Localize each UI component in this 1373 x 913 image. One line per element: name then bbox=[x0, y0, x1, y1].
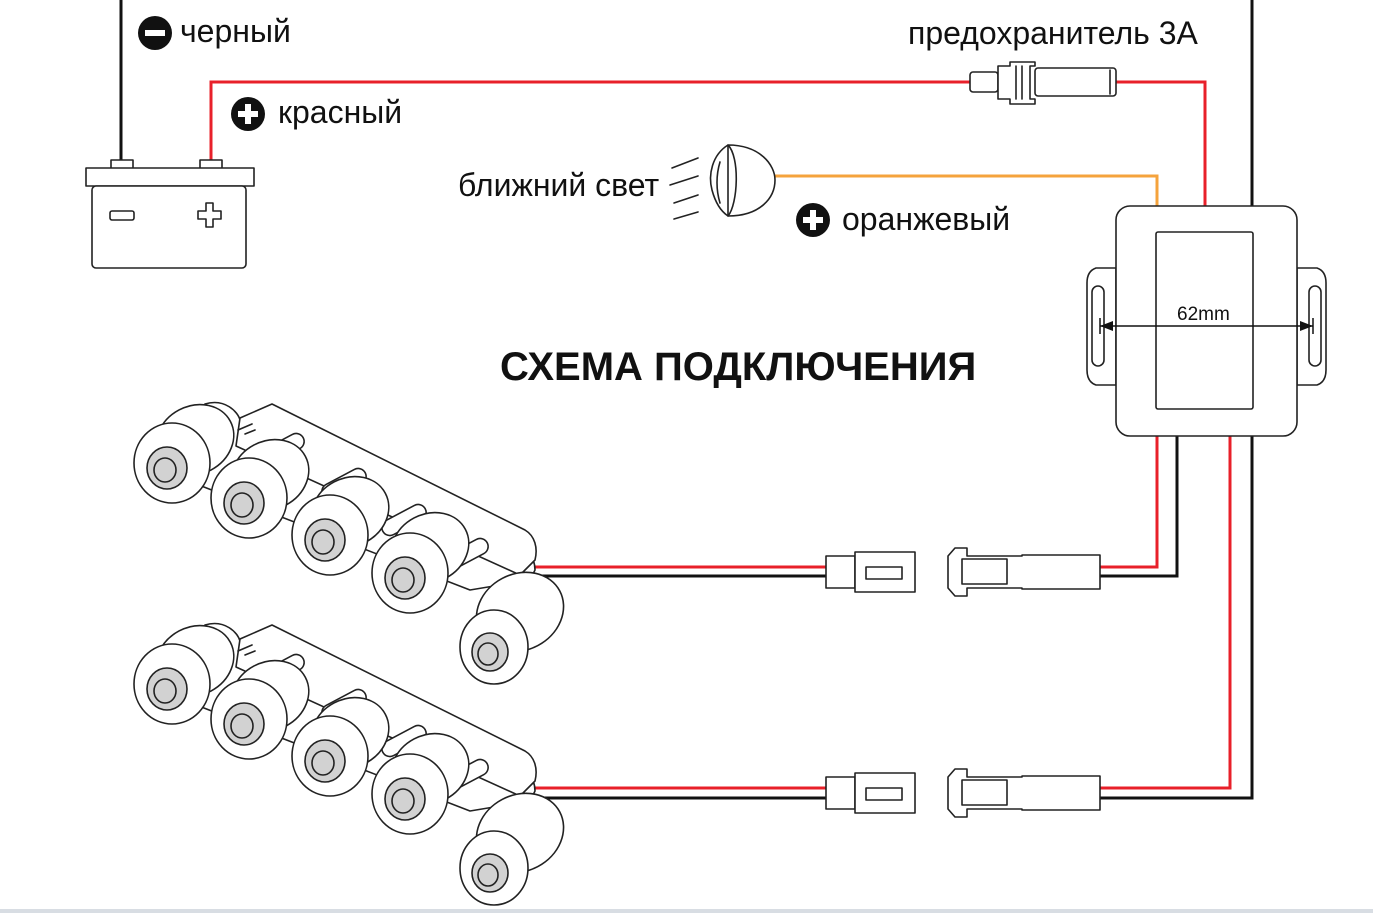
wire-red-battery-fuse bbox=[209, 80, 970, 160]
wire-red-fuse-module bbox=[1116, 80, 1207, 206]
wire-black-out-1 bbox=[1100, 436, 1179, 578]
bottom-edge bbox=[0, 909, 1373, 913]
label-red: красный bbox=[278, 94, 402, 130]
female-connector-2 bbox=[947, 768, 1101, 818]
minus-circle-icon bbox=[138, 16, 172, 50]
female-connector-1 bbox=[947, 547, 1101, 597]
fuse-icon bbox=[969, 61, 1117, 105]
diagram-title: СХЕМА ПОДКЛЮЧЕНИЯ bbox=[500, 345, 976, 389]
label-orange: оранжевый bbox=[842, 201, 1010, 237]
wires bbox=[119, 0, 1254, 800]
headlight-icon bbox=[669, 144, 776, 220]
battery-icon: − + bbox=[85, 159, 255, 269]
wire-red-out-2 bbox=[1100, 436, 1232, 790]
control-module: 62mm bbox=[1086, 205, 1327, 437]
plus-circle-icon bbox=[796, 203, 830, 237]
label-black: черный bbox=[180, 13, 291, 49]
label-low-beam: ближний свет bbox=[458, 167, 660, 203]
dimension-label: 62mm bbox=[1177, 304, 1230, 325]
male-connector-2 bbox=[825, 772, 916, 814]
wire-orange-lowbeam bbox=[775, 174, 1159, 206]
plus-circle-icon bbox=[231, 97, 265, 131]
label-fuse: предохранитель 3А bbox=[908, 15, 1199, 51]
wire-red-out-1 bbox=[1100, 436, 1159, 569]
male-connector-1 bbox=[825, 551, 916, 593]
wire-black-out-2 bbox=[1100, 436, 1254, 800]
